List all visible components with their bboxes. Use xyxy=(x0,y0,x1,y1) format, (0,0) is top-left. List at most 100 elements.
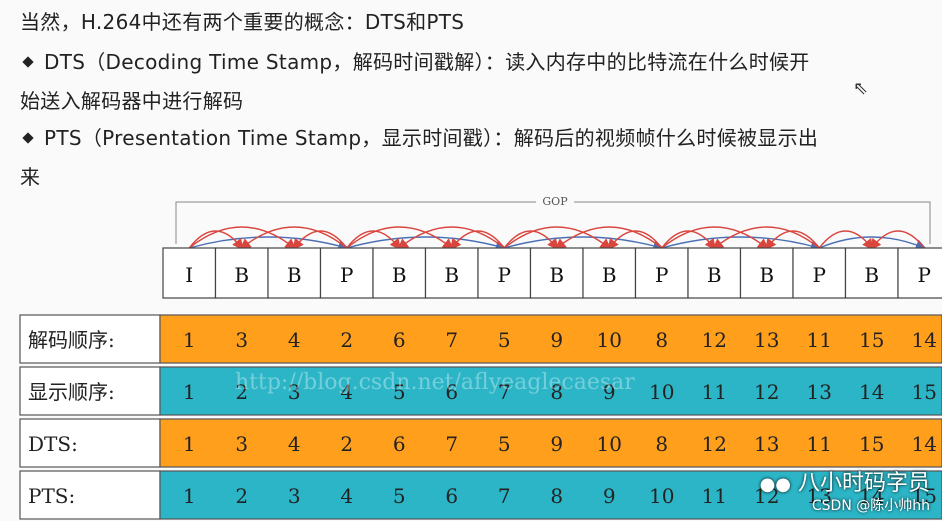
frame-box-b: B xyxy=(267,247,322,299)
reference-arrow xyxy=(870,230,925,251)
frame-label: B xyxy=(707,263,722,287)
row-value: 12 xyxy=(754,484,779,508)
row-value: 5 xyxy=(498,432,511,456)
dts-definition: DTS（Decoding Time Stamp，解码时间戳解）：读入内存中的比特… xyxy=(44,50,810,74)
pts-definition-cont: 来 xyxy=(20,165,41,189)
row-value: 1 xyxy=(183,432,196,456)
frame-label: P xyxy=(813,263,826,287)
reference-arrow xyxy=(554,226,663,250)
frame-label: P xyxy=(918,263,931,287)
frame-box-b: B xyxy=(424,247,479,299)
row-value: 11 xyxy=(807,432,832,456)
pts-bullet-line: PTS（Presentation Time Stamp，显示时间戳）：解码后的视… xyxy=(20,122,818,151)
gop-bracket-right xyxy=(574,201,931,244)
gop-label: GOP xyxy=(542,195,568,208)
row-value: 4 xyxy=(340,380,353,404)
frame-box-p: P xyxy=(634,247,689,299)
frame-box-b: B xyxy=(844,247,899,299)
row-value: 3 xyxy=(288,484,301,508)
row-value: 13 xyxy=(807,484,832,508)
reference-arrow xyxy=(503,230,559,251)
row-label: DTS: xyxy=(28,432,78,456)
frame-box-p: P xyxy=(319,247,374,299)
frame-box-b: B xyxy=(529,247,584,299)
row-value: 10 xyxy=(649,380,674,404)
row-label: 解码顺序: xyxy=(28,328,115,352)
reference-arrow xyxy=(188,230,244,251)
row-value: 2 xyxy=(340,328,353,352)
csdn-watermark: CSDN @陈小帅hh xyxy=(811,498,930,514)
row-value: 10 xyxy=(597,328,622,352)
intro-line: 当然，H.264中还有两个重要的概念：DTS和PTS xyxy=(20,6,464,35)
bullet-icon xyxy=(22,56,34,68)
reference-arrow xyxy=(661,230,716,251)
reference-arrow xyxy=(397,226,505,250)
row-value: 6 xyxy=(445,484,458,508)
row-value: 15 xyxy=(912,380,937,404)
frame-label: B xyxy=(287,263,302,287)
row-value: 7 xyxy=(445,432,458,456)
row-value: 14 xyxy=(859,484,884,508)
reference-arrow xyxy=(661,236,822,252)
reference-arrow xyxy=(189,236,350,252)
reference-arrow xyxy=(818,230,874,251)
intro-text: 当然，H.264中还有两个重要的概念：DTS和PTS xyxy=(20,10,465,34)
row-value: 4 xyxy=(288,432,301,456)
reference-arrow xyxy=(239,226,348,250)
row-value: 3 xyxy=(288,380,301,404)
reference-arrow xyxy=(712,226,820,250)
row-value: 8 xyxy=(655,328,668,352)
row-value: 4 xyxy=(340,484,353,508)
row-value: 3 xyxy=(235,432,248,456)
row-value: 8 xyxy=(550,380,563,404)
row-value: 6 xyxy=(445,380,458,404)
row-band xyxy=(159,470,942,520)
bullet-icon xyxy=(22,132,34,144)
row-value: 12 xyxy=(702,432,727,456)
reference-arrow xyxy=(661,226,769,250)
row-value: 4 xyxy=(288,328,301,352)
row-value: 5 xyxy=(498,328,511,352)
reference-arrow xyxy=(765,230,820,251)
row-value: 3 xyxy=(235,328,248,352)
frame-label: B xyxy=(759,263,774,287)
gop-bracket-left xyxy=(175,201,536,244)
row-value: 15 xyxy=(859,328,884,352)
row-value: 11 xyxy=(702,484,727,508)
row-value: 5 xyxy=(393,484,406,508)
row-value: 14 xyxy=(859,380,884,404)
reference-arrow xyxy=(346,230,401,251)
row-value: 1 xyxy=(183,484,196,508)
reference-arrow xyxy=(292,230,348,251)
url-watermark: http://blog.csdn.net/aflyeaglecaesar xyxy=(235,370,635,395)
row-value: 12 xyxy=(702,328,727,352)
reference-arrow xyxy=(607,230,663,251)
reference-arrow xyxy=(504,236,665,252)
row-value: 10 xyxy=(649,484,674,508)
wechat-icon: ●● xyxy=(759,474,791,495)
pts-cont-line: 来 xyxy=(20,161,40,190)
frame-label: P xyxy=(655,263,668,287)
row-value: 15 xyxy=(912,484,937,508)
row-value: 14 xyxy=(912,432,937,456)
row-value: 13 xyxy=(754,432,779,456)
dts-definition-cont: 始送入解码器中进行解码 xyxy=(20,89,244,113)
row-value: 7 xyxy=(498,380,511,404)
row-value: 12 xyxy=(754,380,779,404)
frame-box-b: B xyxy=(372,247,427,299)
reference-arrow xyxy=(346,236,507,252)
row-value: 7 xyxy=(498,484,511,508)
row-value: 9 xyxy=(603,484,616,508)
row-value: 8 xyxy=(655,432,668,456)
row-label: PTS: xyxy=(28,484,75,508)
frame-label: B xyxy=(234,263,249,287)
row-value: 15 xyxy=(859,432,884,456)
row-band xyxy=(159,418,942,468)
row-value: 6 xyxy=(393,328,406,352)
reference-arrow xyxy=(188,226,297,250)
row-value: 7 xyxy=(445,328,458,352)
reference-arrow xyxy=(503,226,612,250)
row-value: 14 xyxy=(912,328,937,352)
